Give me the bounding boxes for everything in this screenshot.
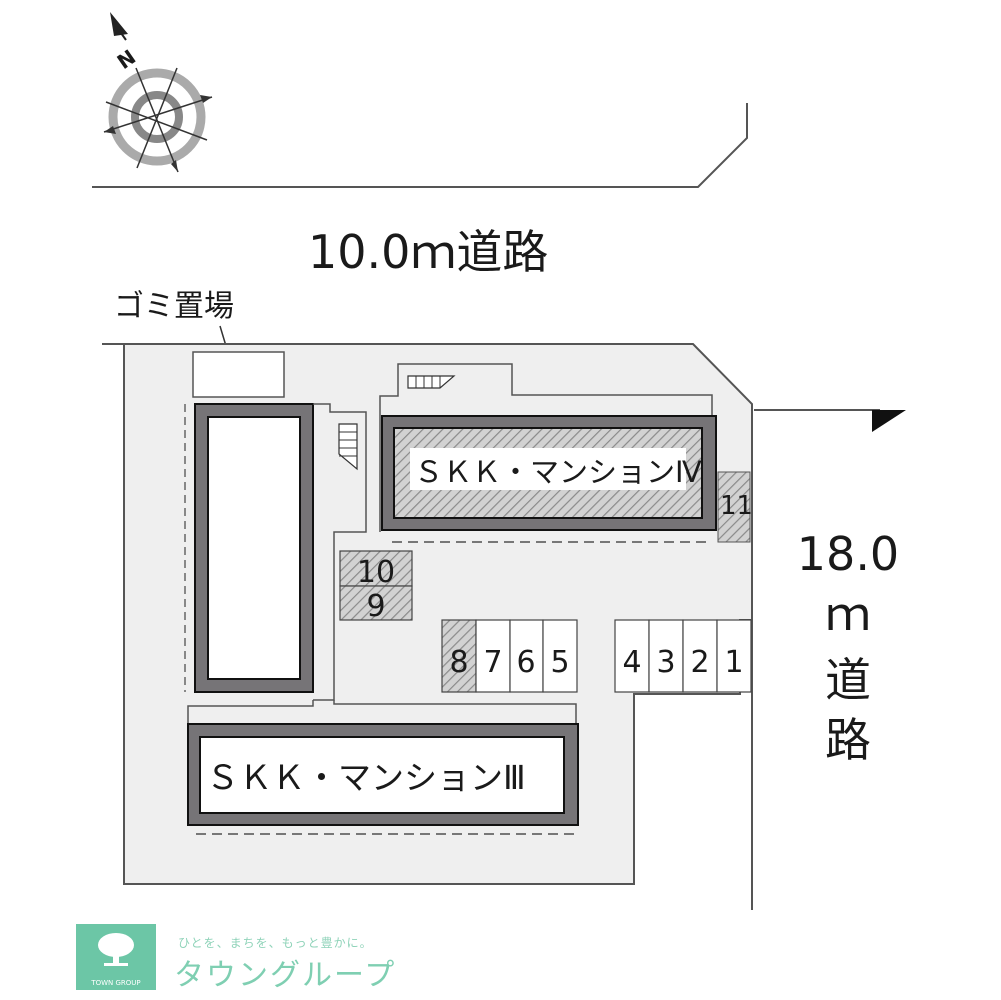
parking-space-6[interactable]: 6	[509, 619, 544, 693]
garbage-area-label: ゴミ置場	[114, 289, 234, 324]
stair-icon	[407, 375, 456, 389]
svg-text:18.0: 18.0	[797, 527, 899, 581]
arrow-right-icon	[872, 410, 906, 432]
parking-number: 7	[483, 645, 502, 680]
building-skk-mansion-iv: ＳＫＫ・マンションⅣ	[379, 363, 717, 543]
parking-space-7[interactable]: 7	[475, 619, 511, 693]
garbage-area	[192, 351, 285, 398]
parking-number: 10	[357, 555, 395, 590]
svg-text:ｍ: ｍ	[825, 587, 871, 641]
north-road-boundary	[92, 103, 748, 188]
west-building	[184, 403, 314, 693]
building-label-iii: ＳＫＫ・マンションⅢ	[206, 758, 526, 797]
north-road-label: 10.0ｍ道路	[308, 225, 548, 279]
parking-space-2[interactable]: 2	[682, 619, 718, 693]
parking-number: 2	[690, 645, 709, 680]
parking-number: 4	[622, 645, 641, 680]
parking-number: 3	[656, 645, 675, 680]
parking-space-10[interactable]: 10	[339, 550, 413, 590]
east-road-label: 18.0 ｍ 道 路	[797, 527, 899, 767]
brand-name: タウングループ	[174, 958, 397, 993]
parking-number: 6	[516, 645, 535, 680]
parking-space-8[interactable]: 8	[441, 619, 477, 693]
parking-number: 5	[550, 645, 569, 680]
parking-row-5-8: 8 7 6 5	[441, 619, 578, 693]
parking-space-4[interactable]: 4	[614, 619, 650, 693]
building-skk-mansion-iii: ＳＫＫ・マンションⅢ	[187, 700, 579, 835]
parking-number: 8	[449, 645, 468, 680]
svg-text:道: 道	[825, 653, 871, 707]
town-group-logo: TOWN GROUP	[76, 924, 156, 990]
parking-space-1[interactable]: 1	[716, 619, 752, 693]
parking-space-9[interactable]: 9	[339, 585, 413, 624]
stair-icon	[338, 423, 358, 471]
parking-space-3[interactable]: 3	[648, 619, 684, 693]
parking-row-1-4: 4 3 2 1	[614, 619, 752, 693]
parking-space-11[interactable]: 11	[717, 471, 753, 543]
logo-text: TOWN GROUP	[91, 979, 141, 987]
parking-number: 1	[724, 645, 743, 680]
compass-rose-icon: N	[103, 12, 213, 173]
parking-space-5[interactable]: 5	[542, 619, 578, 693]
parking-number: 9	[366, 589, 385, 624]
building-label-iv: ＳＫＫ・マンションⅣ	[414, 455, 702, 489]
west-corridor-outline	[313, 403, 367, 701]
brand-tagline: ひとを、まちを、もっと豊かに。	[178, 936, 373, 950]
parking-number: 11	[720, 491, 753, 521]
svg-text:路: 路	[825, 713, 871, 767]
tree-icon	[98, 933, 134, 966]
